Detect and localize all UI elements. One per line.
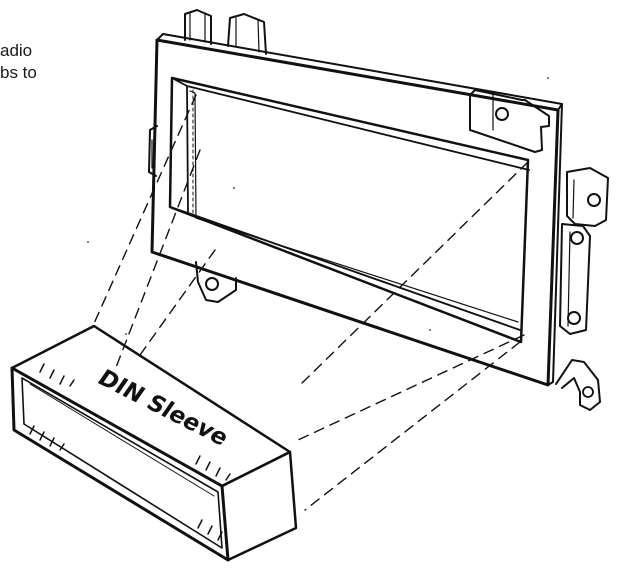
right-side-bracket bbox=[559, 223, 591, 335]
din-sleeve: DIN Sleeve bbox=[10, 324, 298, 562]
mount-hole-right-a bbox=[570, 231, 584, 245]
top-clip-left bbox=[184, 9, 212, 45]
alignment-line-6 bbox=[304, 341, 521, 511]
right-upper-tab bbox=[566, 167, 609, 227]
alignment-lines bbox=[91, 94, 529, 511]
frame-right-edge bbox=[547, 103, 563, 386]
alignment-line-5 bbox=[297, 334, 525, 441]
instruction-line-2: bs to bbox=[0, 63, 37, 82]
top-right-tab bbox=[469, 89, 550, 153]
sleeve-spring-tabs bbox=[29, 363, 231, 541]
left-side-clip bbox=[148, 125, 158, 177]
bottom-right-hook bbox=[555, 359, 601, 411]
sleeve-opening bbox=[21, 377, 223, 549]
alignment-line-3 bbox=[139, 249, 216, 356]
sleeve-side-face bbox=[220, 450, 298, 562]
alignment-line-1 bbox=[91, 94, 197, 329]
alignment-line-2 bbox=[114, 149, 201, 371]
bottom-left-tab bbox=[195, 261, 237, 303]
alignment-line-4 bbox=[299, 161, 529, 386]
mount-hole-right-upper bbox=[587, 193, 601, 207]
frame-opening-depth bbox=[169, 77, 530, 331]
instruction-line-1: adio bbox=[0, 41, 33, 60]
mount-hole-right-b bbox=[567, 311, 581, 325]
mounting-frame bbox=[148, 9, 609, 411]
frame-opening bbox=[168, 76, 530, 344]
mount-hole-top-right bbox=[495, 107, 509, 121]
top-clip-center bbox=[227, 13, 267, 55]
instruction-text: adio bs to bbox=[0, 40, 37, 84]
din-sleeve-label: DIN Sleeve bbox=[93, 366, 234, 451]
mount-hole-bottom-left bbox=[205, 277, 219, 291]
scan-specks bbox=[87, 77, 549, 335]
frame-top-edge bbox=[156, 33, 563, 111]
